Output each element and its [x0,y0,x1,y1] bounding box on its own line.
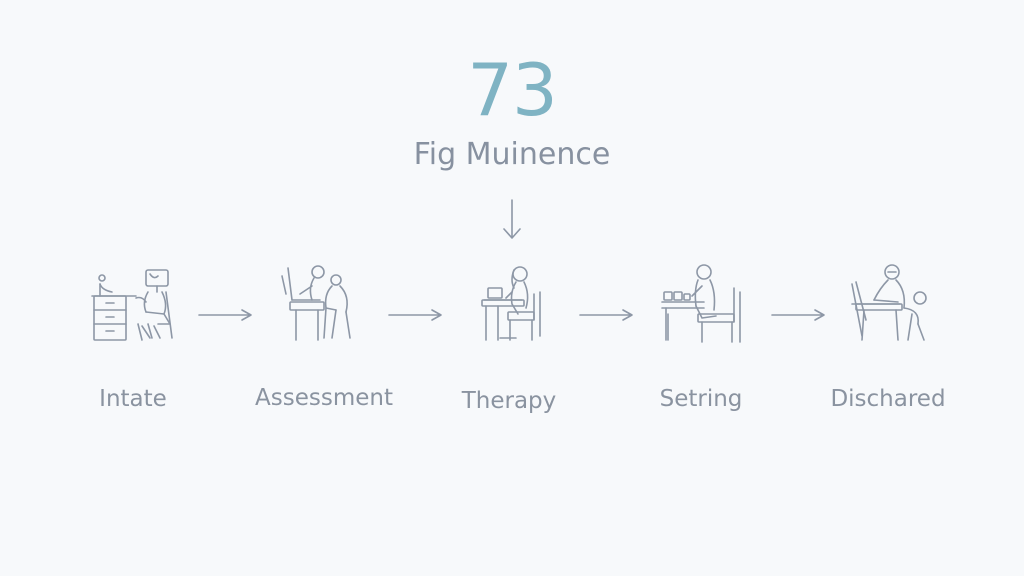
stat-number: 73 [467,48,558,132]
arrow-right-icon [771,309,825,321]
discharge-icon [851,264,927,341]
down-arrow-icon [503,199,521,239]
stat-caption: Fig Muinence [413,137,611,172]
step-label-discharged: Dischared [830,386,946,412]
step-label-setting: Setring [659,386,743,412]
assessment-icon [281,265,351,341]
therapy-icon [481,266,541,341]
desk-intake-icon [91,269,173,341]
arrow-right-icon [388,309,442,321]
arrow-right-icon [579,309,633,321]
step-label-intake: Intate [99,386,167,412]
step-label-therapy: Therapy [461,388,557,414]
setting-icon [661,264,741,343]
arrow-right-icon [198,309,252,321]
step-label-assessment: Assessment [255,385,393,411]
